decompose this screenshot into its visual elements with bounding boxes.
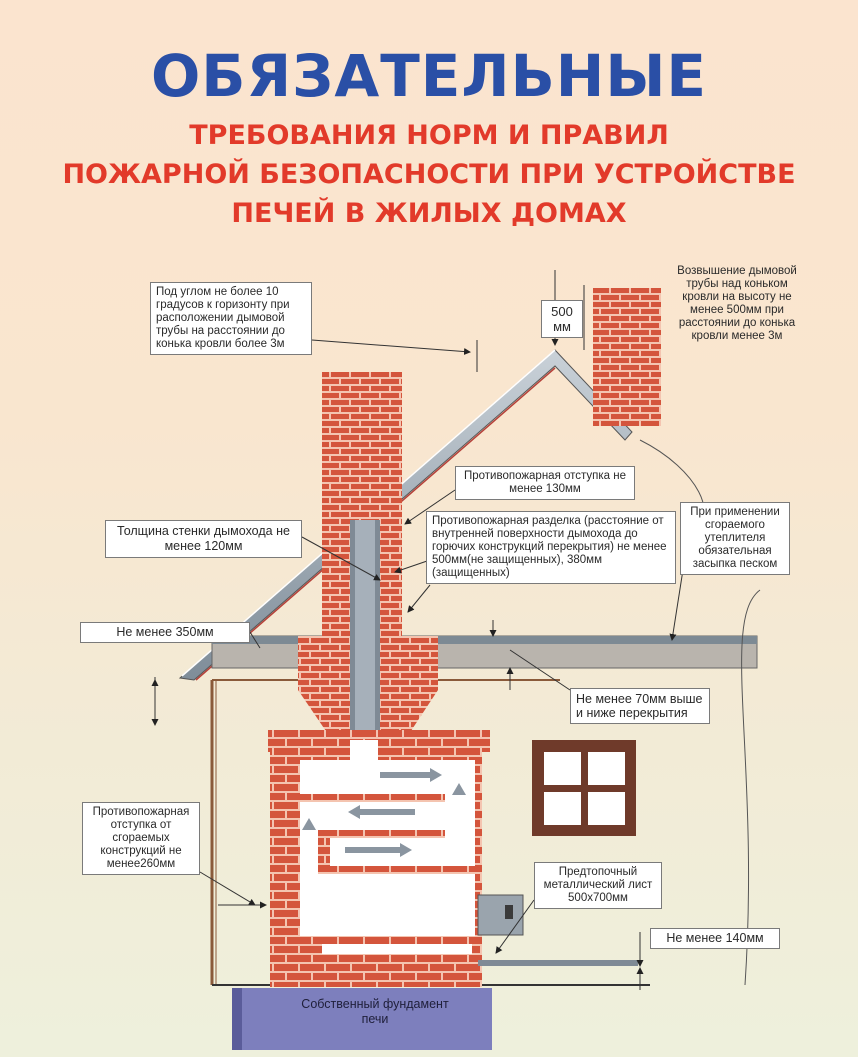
callout-setback-260: Противопожарная отступка от сгораемых ко… [82,802,200,875]
chimney-left [298,372,438,760]
callout-insulation: При применении сгораемого утеплителя обя… [680,502,790,575]
callout-separation: Противопожарная разделка (расстояние от … [426,511,676,584]
subtitle-line-2: ПОЖАРНОЙ БЕЗОПАСНОСТИ ПРИ УСТРОЙСТВЕ [62,159,796,190]
callout-wall-120: Толщина стенки дымохода не менее 120мм [105,520,302,558]
callout-setback-130: Противопожарная отступка не менее 130мм [455,466,635,500]
subtitle-line-1: ТРЕБОВАНИЯ НОРМ И ПРАВИЛ [189,120,669,151]
stove-foundation [232,988,492,1050]
callout-min-350: Не менее 350мм [80,622,250,643]
callout-min-70: Не менее 70мм выше и ниже перекрытия [570,688,710,724]
subtitle-line-3: ПЕЧЕЙ В ЖИЛЫХ ДОМАХ [231,198,627,229]
chimney-right [593,288,661,426]
stove [268,730,638,987]
callout-500mm: 500 мм [541,300,583,338]
callout-min-140: Не менее 140мм [650,928,780,949]
foundation-label: Собственный фундамент печи [301,997,449,1026]
poster-title: ОБЯЗАТЕЛЬНЫЕ [150,42,708,110]
callout-elevation: Возвышение дымовой трубы над коньком кро… [677,265,797,342]
callout-pre-firebox-sheet: Предтопочный металлический лист 500х700м… [534,862,662,909]
leader-lines [151,270,761,990]
callout-angle: Под углом не более 10 градусов к горизон… [150,282,312,355]
window [532,740,636,836]
